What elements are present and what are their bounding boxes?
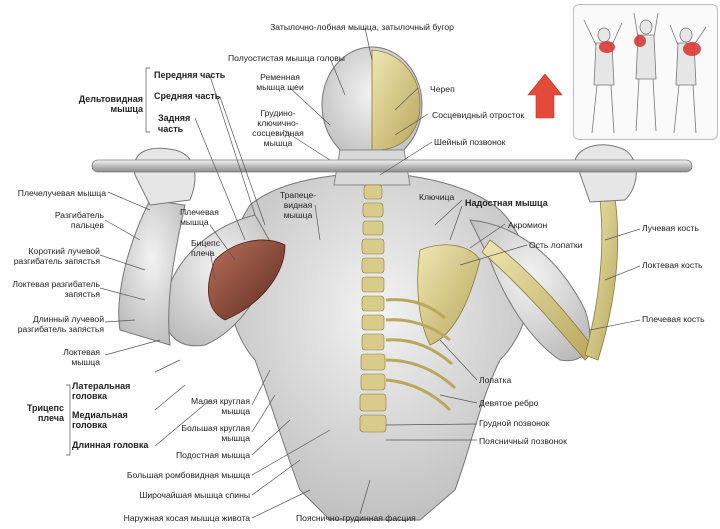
- label-trapezius-3: мышца: [283, 210, 313, 220]
- label-scm-4: мышца: [263, 138, 293, 148]
- label-clavicle: Ключица: [419, 192, 455, 202]
- pullup-sequence-inset: [573, 4, 718, 140]
- label-radius: Лучевая кость: [642, 223, 699, 233]
- barbell: [91, 159, 693, 173]
- label-ext-carpi-long-2: разгибатель запястья: [17, 324, 104, 334]
- left-forearm: [118, 199, 186, 346]
- label-finger-extensor-2: пальцев: [70, 220, 104, 230]
- spine: [359, 184, 387, 433]
- label-infraspinatus: Подостная мышца: [175, 450, 250, 460]
- label-triceps-1: Трицепс: [26, 403, 64, 413]
- label-triceps-medial-2: головка: [72, 420, 108, 430]
- label-occipitofrontalis: Затылочно-лобная мышца, затылочный бугор: [270, 22, 454, 32]
- label-scm-2: ключично-: [257, 118, 299, 128]
- label-ext-carpi-short-2: разгибатель запястья: [13, 256, 100, 266]
- label-triceps-lateral-1: Латеральная: [72, 381, 131, 391]
- label-scapular-spine: Ость лопатки: [529, 240, 583, 250]
- label-ext-carpi-short-1: Короткий лучевой: [28, 246, 100, 256]
- label-splenius: Полуостистая мышца головы: [228, 53, 345, 63]
- label-thoracic-vertebra: Грудной позвонок: [479, 418, 550, 428]
- label-thoracolumbar-fascia: Пояснично-грудинная фасция: [296, 513, 416, 523]
- label-deltoid-1: Дельтовидная: [78, 94, 143, 104]
- label-trapezius-1: Трапеце-: [279, 190, 317, 200]
- label-teres-minor-1: Малая круглая: [190, 396, 250, 406]
- pullup-figures: [583, 12, 707, 134]
- label-brachialis-2: мышца: [180, 217, 209, 227]
- ribs: [385, 298, 457, 412]
- label-latissimus: Широчайшая мышца спины: [139, 490, 250, 500]
- label-deltoid-anterior: Передняя часть: [154, 70, 226, 80]
- label-triceps-2: плеча: [37, 413, 64, 423]
- label-biceps-1: Бицепс: [191, 238, 220, 248]
- left-hand: [133, 147, 196, 206]
- label-skull: Череп: [430, 84, 455, 94]
- label-teres-major-1: Большая круглая: [181, 423, 250, 433]
- label-deltoid-middle: Средняя часть: [154, 91, 221, 101]
- right-forearm-bones: [584, 197, 619, 361]
- label-splenius-neck-2: мышца шеи: [256, 82, 304, 92]
- label-splenius-neck-1: Ременная: [260, 72, 300, 82]
- label-deltoid-posterior-2: часть: [158, 124, 184, 134]
- label-brachialis-1: Плечевая: [180, 207, 219, 217]
- left-deltoid-highlight: [208, 239, 286, 321]
- label-ninth-rib: Девятое ребро: [479, 398, 539, 408]
- label-brachioradialis: Плечелучевая мышца: [17, 188, 106, 198]
- label-external-oblique: Наружная косая мышца живота: [123, 513, 250, 523]
- label-scm-3: сосцевидная: [252, 128, 304, 138]
- label-teres-minor-2: мышца: [221, 406, 250, 416]
- label-triceps-medial-1: Медиальная: [72, 410, 128, 420]
- up-arrow: [527, 73, 563, 119]
- label-supraspinatus: Надостная мышца: [465, 198, 548, 208]
- label-anconeus-1: Локтевая: [63, 347, 100, 357]
- label-ext-carpi-elbow-2: запястья: [64, 289, 100, 299]
- label-lumbar-vertebra: Поясничный позвонок: [479, 436, 567, 446]
- right-humerus: [481, 239, 596, 361]
- label-acromion: Акромион: [508, 220, 548, 230]
- label-biceps-2: плеча: [191, 248, 215, 258]
- scapula: [417, 244, 481, 346]
- right-hand: [574, 144, 637, 203]
- label-deltoid-2: мышца: [110, 104, 144, 114]
- leader-lines: [66, 27, 641, 519]
- label-teres-major-2: мышца: [221, 433, 250, 443]
- label-scapula: Лопатка: [479, 375, 512, 385]
- label-deltoid-posterior-1: Задняя: [158, 113, 191, 123]
- label-trapezius-2: видная: [283, 200, 313, 210]
- label-cervical-vertebra: Шейный позвонок: [434, 137, 506, 147]
- label-triceps-lateral-2: головка: [72, 391, 108, 401]
- label-anconeus-2: мышца: [71, 357, 100, 367]
- label-triceps-long: Длинная головка: [72, 440, 149, 450]
- label-scm-1: Грудино-: [260, 108, 296, 118]
- label-mastoid: Сосцевидный отросток: [432, 110, 525, 120]
- label-rhomboid: Большая ромбовидная мышца: [126, 470, 250, 480]
- label-finger-extensor-1: Разгибатель: [54, 210, 104, 220]
- label-ext-carpi-elbow-1: Локтевая разгибатель: [12, 279, 100, 289]
- skull-bone: [371, 49, 421, 151]
- label-humerus: Плечевая кость: [642, 314, 705, 324]
- label-ulna: Локтевая кость: [642, 260, 703, 270]
- label-ext-carpi-long-1: Длинный лучевой: [32, 314, 104, 324]
